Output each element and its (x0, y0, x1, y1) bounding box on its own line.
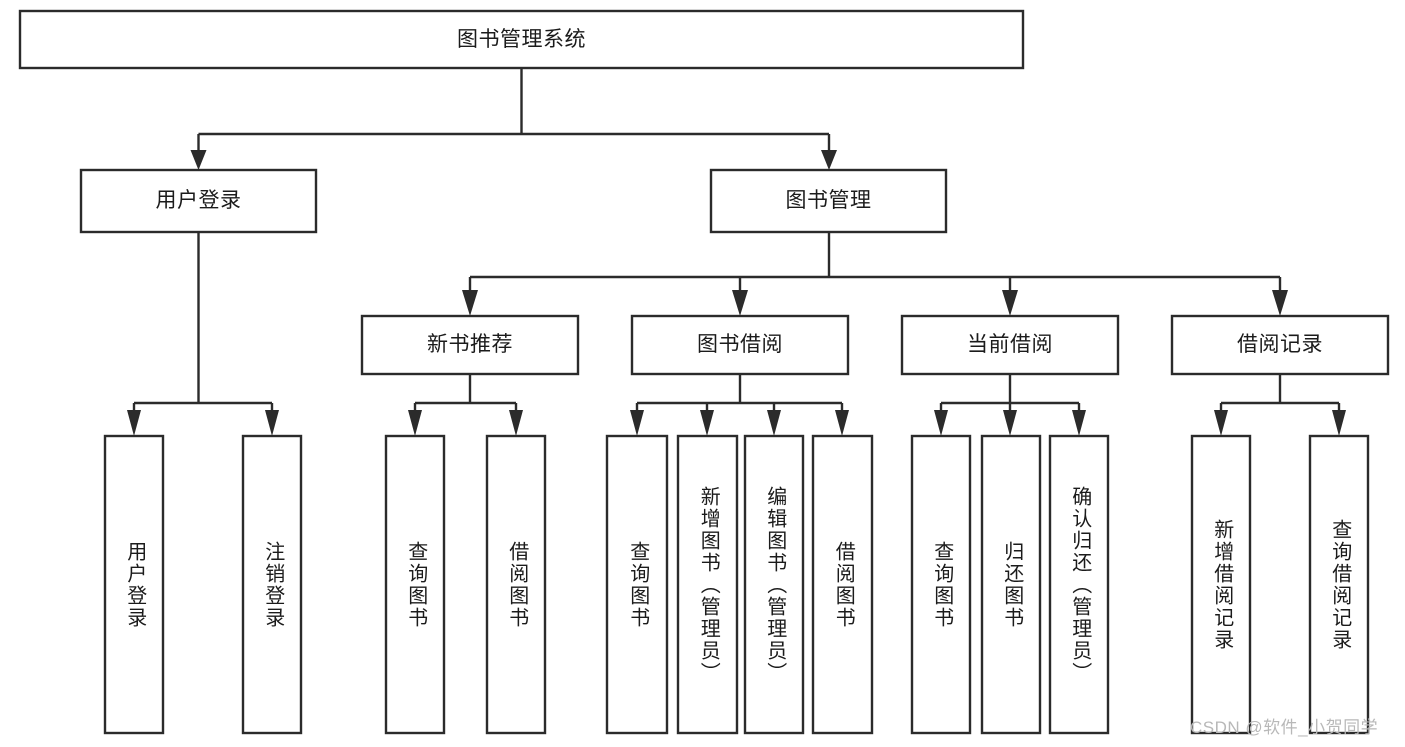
leaf-box-new-book-1[interactable] (485, 434, 547, 735)
leaf-box-book-borrow-1[interactable] (676, 434, 739, 735)
node-box-borrow-record[interactable] (1170, 314, 1390, 376)
leaf-box-current-borrow-2[interactable] (1048, 434, 1110, 735)
leaf-box-current-borrow-0[interactable] (910, 434, 972, 735)
leaf-box-new-book-0[interactable] (384, 434, 446, 735)
arrowhead-leaf-new-book-1 (509, 410, 523, 436)
arrowhead-leaf-book-borrow-2 (767, 410, 781, 436)
leaf-box-user-login-0[interactable] (103, 434, 165, 735)
leaf-box-book-borrow-2[interactable] (743, 434, 805, 735)
leaf-box-borrow-record-1[interactable] (1308, 434, 1370, 735)
arrowhead-leaf-user-login-0 (127, 410, 141, 436)
arrowhead-book-management (821, 150, 837, 170)
arrowhead-user-login (190, 150, 207, 170)
node-box-new-book-recommend[interactable] (360, 314, 580, 376)
arrowhead-leaf-current-borrow-1 (1003, 410, 1017, 436)
leaf-box-borrow-record-0[interactable] (1190, 434, 1252, 735)
arrowhead-current-borrow (1002, 290, 1018, 316)
arrowhead-leaf-current-borrow-2 (1072, 410, 1086, 436)
arrowhead-leaf-book-borrow-1 (700, 410, 714, 436)
node-box-book-management[interactable] (709, 168, 948, 234)
node-box-current-borrow[interactable] (900, 314, 1120, 376)
node-box-root[interactable] (18, 9, 1025, 70)
arrowhead-leaf-book-borrow-0 (630, 410, 644, 436)
arrowhead-leaf-new-book-0 (408, 410, 422, 436)
arrowhead-leaf-borrow-record-1 (1332, 410, 1346, 436)
leaf-box-current-borrow-1[interactable] (980, 434, 1042, 735)
arrowhead-leaf-user-login-1 (265, 410, 279, 436)
arrowhead-new-book-recommend (462, 290, 478, 316)
arrowhead-leaf-borrow-record-0 (1214, 410, 1228, 436)
leaf-box-user-login-1[interactable] (241, 434, 303, 735)
arrowhead-book-borrow (732, 290, 748, 316)
node-box-user-login[interactable] (79, 168, 318, 234)
node-box-book-borrow[interactable] (630, 314, 850, 376)
arrowhead-leaf-current-borrow-0 (934, 410, 948, 436)
leaf-box-book-borrow-0[interactable] (605, 434, 669, 735)
arrowhead-borrow-record (1272, 290, 1288, 316)
leaf-box-book-borrow-3[interactable] (811, 434, 874, 735)
arrowhead-leaf-book-borrow-3 (835, 410, 849, 436)
